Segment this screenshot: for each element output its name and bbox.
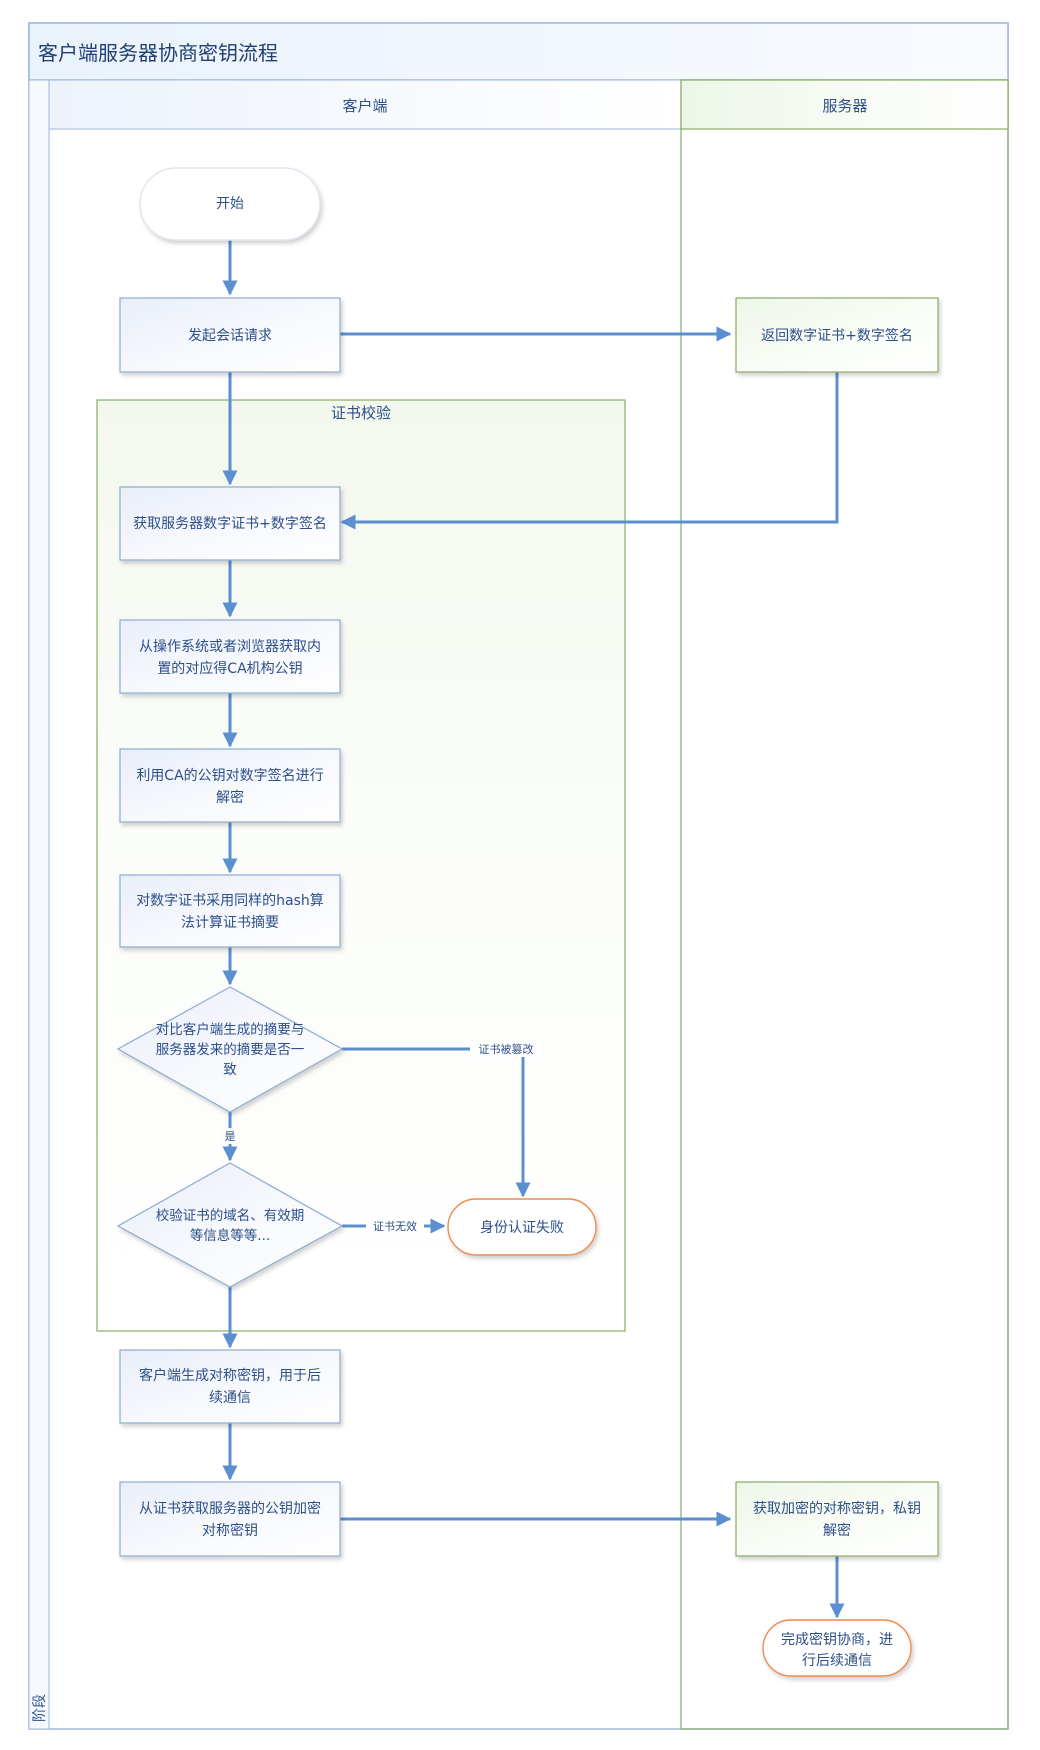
node-compare [116, 986, 344, 1113]
edge-label-invalid-bg [366, 1218, 424, 1234]
node-get-ca-key-line2: 置的对应得CA机构公钥 [157, 660, 302, 677]
node-return-cert [735, 297, 939, 373]
edges [222, 240, 845, 1619]
node-decrypt-sig [119, 748, 341, 823]
node-server-decrypt-line2: 解密 [823, 1522, 851, 1539]
node-get-ca-key [119, 619, 341, 694]
edge-return-getcert [340, 372, 839, 530]
edge-label-yes-bg [222, 1128, 238, 1144]
diagram-title: 客户端服务器协商密钥流程 [38, 41, 278, 65]
node-hash-digest-line1: 对数字证书采用同样的hash算 [136, 893, 324, 909]
phase-column [28, 79, 50, 1730]
node-hash-digest [119, 874, 341, 948]
node-gen-sym-key-line2: 续通信 [209, 1389, 251, 1406]
node-hash-digest-line2: 法计算证书摘要 [181, 914, 279, 931]
node-get-ca-key-line1: 从操作系统或者浏览器获取内 [139, 639, 321, 655]
node-finish-line1: 完成密钥协商，进 [781, 1631, 893, 1648]
node-encrypt-sym-line2: 对称密钥 [202, 1522, 258, 1539]
node-encrypt-sym [119, 1481, 341, 1557]
node-verify-domain-line1: 校验证书的域名、有效期 [156, 1207, 305, 1224]
node-server-decrypt-line1: 获取加密的对称密钥，私钥 [753, 1500, 921, 1517]
node-verify-domain-line2: 等信息等等... [190, 1227, 270, 1244]
node-finish [762, 1619, 912, 1677]
node-get-cert-label: 获取服务器数字证书+数字签名 [133, 515, 327, 532]
node-compare-line3: 致 [223, 1062, 237, 1078]
node-gen-sym-key-line1: 客户端生成对称密钥，用于后 [139, 1367, 321, 1384]
server-lane-title: 服务器 [822, 97, 867, 115]
node-server-decrypt [735, 1481, 939, 1557]
edge-label-tampered-bg [470, 1041, 542, 1057]
node-decrypt-sig-line2: 解密 [216, 789, 244, 806]
node-auth-fail [447, 1198, 597, 1256]
edge-label-tampered: 证书被篡改 [479, 1042, 534, 1056]
edge-label-invalid: 证书无效 [373, 1219, 417, 1233]
phase-label: 阶段 [32, 1694, 48, 1722]
node-compare-line2: 服务器发来的摘要是否一 [156, 1041, 305, 1058]
server-lane-header [680, 79, 1009, 130]
node-return-cert-label: 返回数字证书+数字签名 [761, 327, 913, 344]
edge-label-yes: 是 [225, 1130, 236, 1143]
node-gen-sym-key [119, 1349, 341, 1424]
client-lane-title: 客户端 [342, 97, 387, 115]
node-verify-domain [116, 1162, 344, 1288]
node-get-cert [119, 486, 341, 561]
node-request [119, 297, 341, 373]
node-finish-line2: 行后续通信 [802, 1652, 872, 1669]
node-decrypt-sig-line1: 利用CA的公钥对数字签名进行 [136, 767, 323, 784]
cert-verify-group-title: 证书校验 [331, 404, 391, 422]
node-start-label: 开始 [216, 196, 244, 212]
node-request-label: 发起会话请求 [188, 328, 272, 344]
node-compare-line1: 对比客户端生成的摘要与 [156, 1021, 305, 1038]
node-start [139, 167, 321, 241]
node-encrypt-sym-line1: 从证书获取服务器的公钥加密 [139, 1500, 321, 1517]
title-bar [28, 22, 1009, 81]
node-auth-fail-label: 身份认证失败 [480, 1220, 564, 1236]
